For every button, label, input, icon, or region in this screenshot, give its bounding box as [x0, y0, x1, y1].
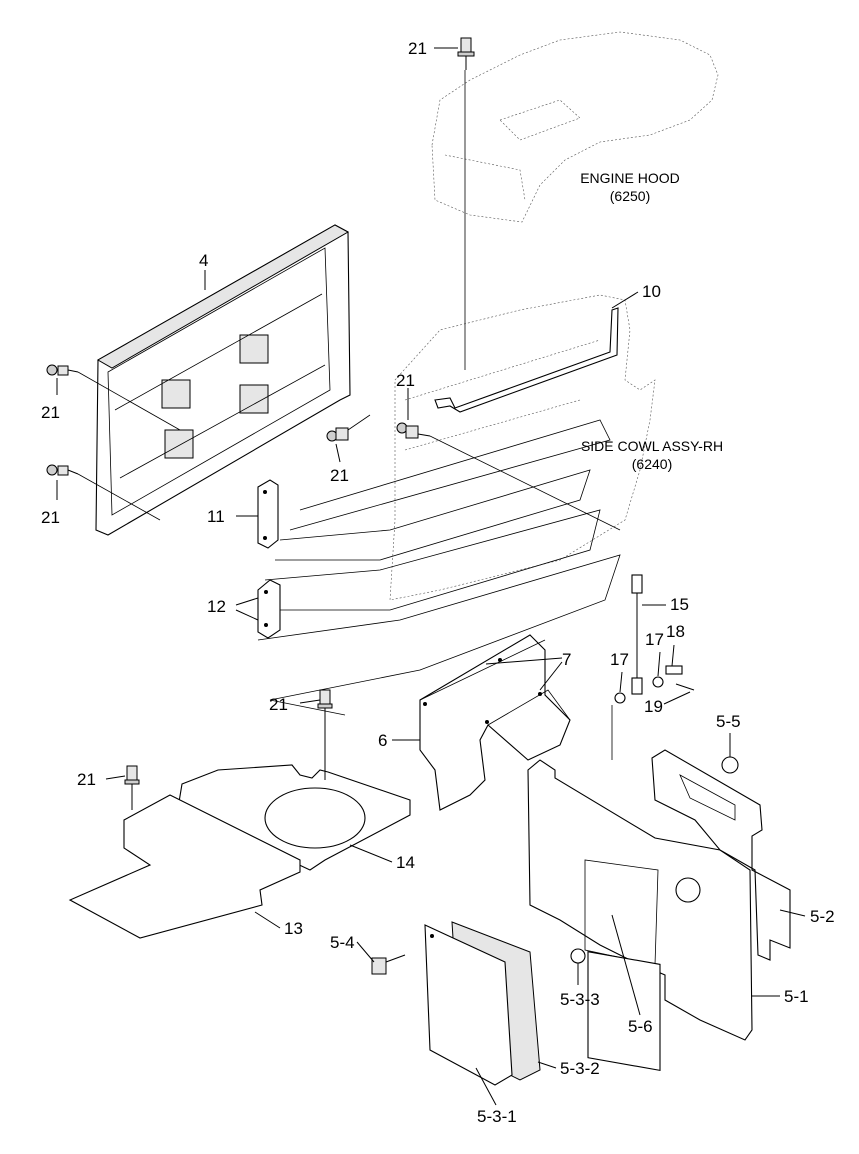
bolt-21-left-upper: [46, 364, 181, 431]
callout-5-4: 5-4: [330, 933, 355, 952]
part-19-pin: [675, 683, 695, 691]
callout-11: 11: [207, 507, 225, 526]
part-17-washer-right: [652, 676, 664, 688]
callout-17-right: 17: [645, 630, 664, 649]
callout-21-cowl: 21: [396, 371, 415, 390]
callout-13: 13: [284, 919, 303, 938]
part-4-bracket-frame: [95, 224, 351, 536]
part-5-4-bolt: [371, 954, 406, 975]
callout-5-5: 5-5: [716, 712, 741, 731]
part-14-hole: [264, 787, 366, 849]
callout-14: 14: [396, 853, 415, 872]
panel-hole: [675, 877, 701, 903]
callout-5-6: 5-6: [628, 1017, 653, 1036]
callout-18: 18: [666, 622, 685, 641]
callout-4: 4: [199, 251, 208, 270]
part-13-floor-plate: [68, 794, 301, 939]
part-5-3-3-nut: [570, 948, 586, 964]
part-17-washer-left: [614, 692, 626, 704]
callout-21-left-upper: 21: [41, 403, 60, 422]
callout-5-1: 5-1: [784, 987, 809, 1006]
callout-21-top: 21: [408, 39, 427, 58]
part-12-bracket: [257, 579, 281, 639]
engine-hood-note-line1: ENGINE HOOD: [580, 170, 680, 186]
part-6-bracket: [419, 634, 571, 811]
callout-21-left-lower: 21: [41, 508, 60, 527]
bolt-21-plate-13: [124, 765, 140, 810]
engine-hood-note-line2: (6250): [610, 188, 650, 204]
callout-5-3-1: 5-3-1: [477, 1107, 517, 1126]
part-5-1-main-panel: [527, 759, 753, 1072]
side-cowl-note-line1: SIDE COWL ASSY-RH: [581, 438, 723, 454]
leader-lines: [56, 47, 806, 1106]
callout-17-left: 17: [610, 650, 629, 669]
bolt-21-top: [457, 37, 475, 70]
side-cowl-reference: [389, 294, 656, 601]
callout-21-plate-13: 21: [77, 770, 96, 789]
part-18-bolt: [665, 665, 683, 675]
callout-21-frame: 21: [330, 466, 349, 485]
callout-5-3-3: 5-3-3: [560, 990, 600, 1009]
side-cowl-note-line2: (6240): [632, 456, 672, 472]
callout-6: 6: [378, 731, 387, 750]
part-5-6-gasket-frame: [587, 951, 661, 1072]
callout-5-2: 5-2: [810, 907, 835, 926]
callout-7: 7: [562, 650, 571, 669]
callout-21-plate-14: 21: [269, 695, 288, 714]
callout-19: 19: [644, 697, 663, 716]
callout-10: 10: [642, 282, 661, 301]
part-14-floor-plate: [177, 764, 411, 871]
bolt-21-cowl: [396, 422, 621, 531]
part-11-bracket: [257, 479, 279, 549]
bolt-21-frame-right: [326, 414, 371, 442]
part-5-3-1-cover: [424, 924, 513, 1086]
callout-15: 15: [670, 595, 689, 614]
callout-12: 12: [207, 597, 226, 616]
guide-outline-panels: [257, 419, 621, 716]
callout-5-3-2: 5-3-2: [560, 1059, 600, 1078]
engine-hood-reference: [431, 31, 719, 223]
mount-block-4: [164, 429, 194, 459]
bolt-21-plate-14: [317, 689, 333, 780]
part-5-5-nut: [721, 756, 739, 774]
part-5-2-plate: [651, 749, 791, 961]
bolt-21-left-lower: [46, 464, 161, 521]
part-15-rod: [631, 574, 643, 695]
mount-block-1: [161, 379, 191, 409]
mount-block-2: [239, 334, 269, 364]
part-10-rod: [434, 307, 619, 413]
